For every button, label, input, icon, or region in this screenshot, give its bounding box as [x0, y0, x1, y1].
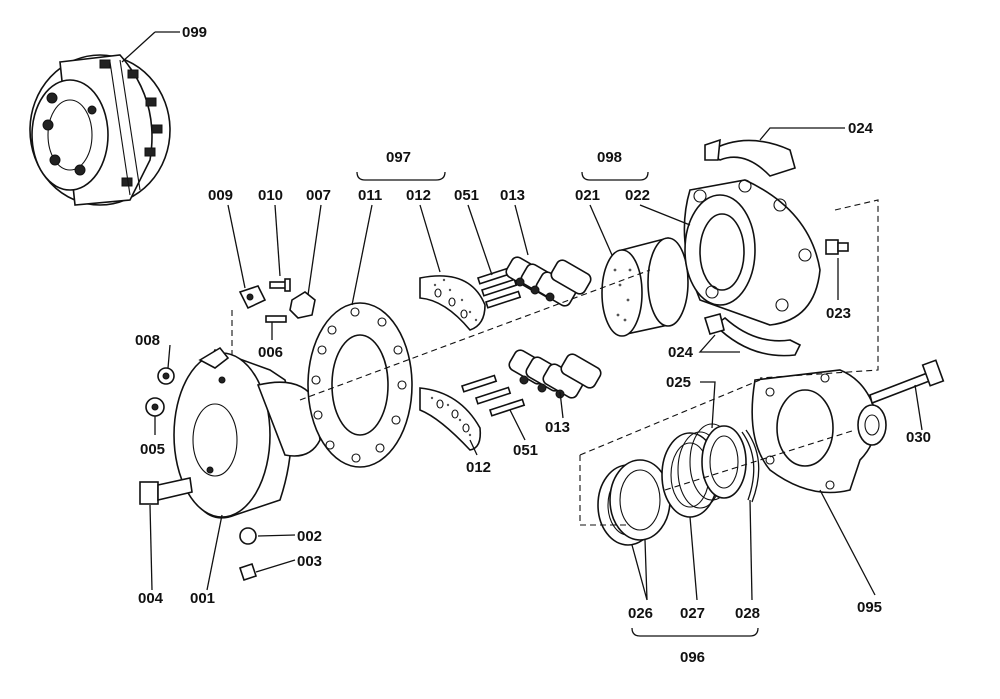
label-006: 006 [258, 344, 283, 361]
label-009: 009 [208, 187, 233, 204]
label-027: 027 [680, 605, 705, 622]
label-013-upper: 013 [500, 187, 525, 204]
label-022: 022 [625, 187, 650, 204]
part-028-circlip [741, 429, 760, 503]
part-002-ball [239, 527, 257, 545]
part-013-rollers-upper [505, 256, 592, 307]
label-025: 025 [666, 374, 691, 391]
label-024-upper: 024 [848, 120, 874, 137]
part-007-knob [289, 291, 316, 319]
part-051-pins-lower [460, 374, 526, 417]
label-012-lower: 012 [466, 459, 491, 476]
label-026: 026 [628, 605, 653, 622]
label-002: 002 [297, 528, 322, 545]
label-012-upper: 012 [406, 187, 431, 204]
label-099: 099 [182, 24, 207, 41]
callout-labels: 099 097 098 024 009 010 007 011 012 051 … [135, 24, 931, 666]
part-012-pad-upper [419, 275, 486, 331]
part-001-hub [173, 346, 321, 519]
part-009-clamp [238, 285, 267, 310]
label-021: 021 [575, 187, 600, 204]
label-023: 023 [826, 305, 851, 322]
label-001: 001 [190, 590, 215, 607]
label-097: 097 [386, 149, 411, 166]
label-004: 004 [138, 590, 164, 607]
label-011: 011 [358, 187, 382, 204]
label-095: 095 [857, 599, 882, 616]
part-013-rollers-lower [508, 349, 602, 399]
label-024-lower: 024 [668, 344, 694, 361]
label-003: 003 [297, 553, 322, 570]
leader-lines [121, 31, 923, 637]
part-012-pad-lower [419, 387, 482, 451]
part-006-pin [265, 315, 287, 323]
label-008: 008 [135, 332, 160, 349]
label-013-lower: 013 [545, 419, 570, 436]
label-010: 010 [258, 187, 283, 204]
part-023-fitting [825, 239, 849, 255]
part-004-bolt [139, 477, 193, 505]
label-030: 030 [906, 429, 931, 446]
part-010-screw [269, 278, 291, 292]
part-025-ring [701, 425, 747, 499]
label-028: 028 [735, 605, 760, 622]
part-095-housing [751, 369, 887, 494]
label-098: 098 [597, 149, 622, 166]
label-096: 096 [680, 649, 705, 666]
part-099-assembled-unit [29, 54, 171, 206]
label-007: 007 [306, 187, 331, 204]
label-051-upper: 051 [454, 187, 479, 204]
part-021-drum [601, 237, 689, 337]
part-030-bolt [869, 359, 945, 405]
part-024-clip-upper [704, 138, 796, 177]
part-011-disc [307, 302, 413, 468]
part-051-pins-upper [476, 266, 522, 309]
part-003-plug [238, 562, 258, 582]
part-024-clip-lower [703, 313, 802, 357]
part-022-housing [683, 179, 821, 326]
label-051-lower: 051 [513, 442, 538, 459]
assembly-lines [231, 199, 879, 526]
label-005: 005 [140, 441, 165, 458]
part-008-nut [157, 367, 175, 385]
part-005-nut [145, 397, 165, 417]
part-026-seal-rings [597, 459, 671, 546]
